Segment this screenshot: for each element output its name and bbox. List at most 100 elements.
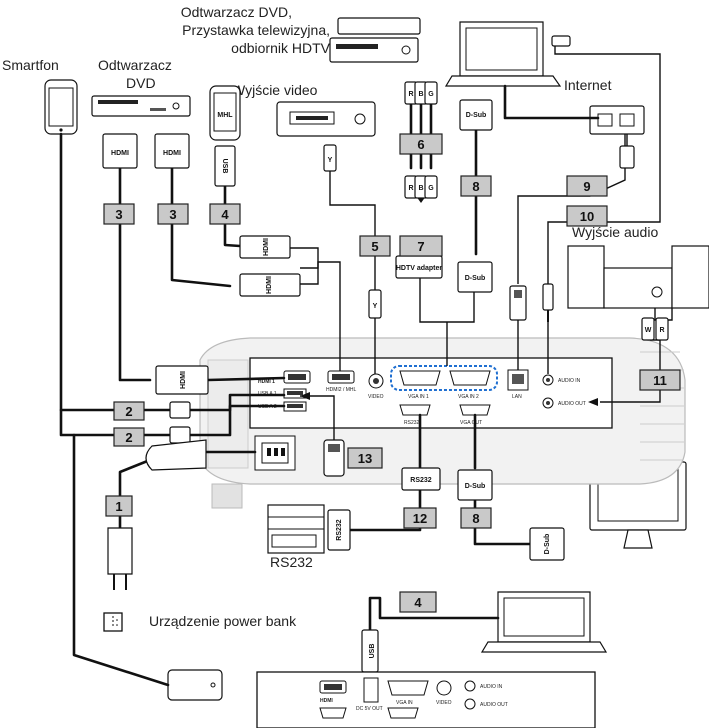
label-dvd-combo-3: odbiornik HDTV (231, 40, 330, 56)
dsub-plug-middle: D-Sub (457, 261, 493, 293)
video-y-plug-2: Y (368, 289, 382, 319)
mhl-phone-device: MHL (209, 85, 241, 141)
port-label-rs232: RS232 (404, 420, 420, 426)
wr-audio-plugs: W R (641, 317, 669, 341)
bottom-port-rs232[interactable] (319, 707, 347, 719)
port-vga-in2[interactable] (449, 370, 491, 386)
audio-jack-plug (542, 283, 554, 322)
port-label-audio-out: AUDIO OUT (558, 401, 586, 407)
bottom-port-vga-in[interactable] (387, 680, 429, 696)
rbg-plugs-top: R B G (404, 81, 438, 105)
label-power-bank: Urządzenie power bank (149, 613, 297, 629)
cable-hdtv-link (419, 270, 475, 323)
svg-text:1: 1 (115, 499, 122, 514)
dsub-text-4: D-Sub (544, 534, 551, 555)
dsub-plug-vga-out: D-Sub (457, 469, 493, 501)
rs232-pc-device (267, 504, 325, 554)
svg-text:12: 12 (413, 511, 427, 526)
port-label-audio-in: AUDIO IN (558, 378, 581, 384)
label-smartphone: Smartfon (2, 57, 59, 73)
number-box-11: 11 (639, 369, 681, 391)
rs232-text-2: RS232 (336, 519, 343, 541)
cable-power (118, 458, 152, 530)
bottom-port-audio-out[interactable] (464, 698, 476, 710)
number-box-4-bottom: 4 (399, 591, 437, 613)
usb-text-1: USB (221, 159, 228, 174)
cable-smartphone-usb (59, 132, 172, 412)
bottom-port-label-audio-in: AUDIO IN (480, 684, 503, 690)
dvd-player-device (91, 95, 191, 117)
label-rs232-device: RS232 (270, 554, 313, 570)
usb-plug-2a (169, 401, 191, 419)
cable-laptop-router (503, 84, 600, 120)
bottom-io-panel: HDMI DC 5V OUT VGA IN VIDEO AUDIO IN AUD… (256, 671, 596, 728)
audio-jack-laptop (551, 35, 571, 47)
hdmi-text-3: HDMI (263, 238, 270, 256)
rs232-plug-top: RS232 (401, 467, 441, 491)
w-text: W (645, 327, 652, 334)
bottom-port-audio-in[interactable] (464, 680, 476, 692)
svg-text:7: 7 (417, 239, 424, 254)
bottom-port-dc5v[interactable] (363, 677, 379, 703)
r-text-1: R (408, 91, 413, 98)
bottom-port-vga-out[interactable] (387, 707, 419, 719)
svg-text:6: 6 (417, 137, 424, 152)
bottom-port-label-video: VIDEO (436, 700, 452, 706)
port-label-vga-out: VGA OUT (460, 420, 482, 426)
y-text-2: Y (373, 303, 378, 310)
label-audio-out: Wyjście audio (572, 224, 658, 240)
number-box-12: 12 (403, 507, 437, 529)
port-label-lan: LAN (512, 394, 522, 400)
number-box-8a: 8 (460, 175, 492, 197)
bottom-port-label-vga-in: VGA IN (396, 700, 413, 706)
dsub-text-2: D-Sub (465, 275, 486, 282)
svg-text:2: 2 (125, 430, 132, 445)
rs232-text-1: RS232 (410, 477, 432, 484)
svg-text:5: 5 (371, 239, 378, 254)
label-video-out: Wyjście video (232, 82, 318, 98)
port-rs232[interactable] (399, 404, 431, 416)
port-label-hdmi1: HDMI 1 (258, 379, 275, 385)
number-box-4: 4 (209, 203, 241, 225)
number-box-6: 6 (399, 133, 443, 155)
number-box-2b: 2 (113, 427, 145, 447)
cable-hdmi-dvd-left (118, 164, 152, 382)
number-box-8b: 8 (460, 507, 492, 529)
r-text-2: R (408, 185, 413, 192)
number-box-7: 7 (399, 235, 443, 257)
svg-text:11: 11 (653, 373, 667, 388)
y-text-1: Y (328, 157, 333, 164)
dsub-text-1: D-Sub (466, 112, 487, 119)
port-vga-out[interactable] (459, 404, 491, 416)
port-label-video: VIDEO (368, 394, 384, 400)
hdmi-text-2: HDMI (163, 150, 181, 157)
port-vga-in1[interactable] (399, 370, 441, 386)
number-box-13: 13 (347, 447, 383, 469)
svg-text:4: 4 (221, 207, 229, 222)
svg-text:10: 10 (580, 209, 594, 224)
b-text-2: B (418, 185, 423, 192)
hdtv-adapter: HDTV adapter (395, 255, 443, 279)
label-dvd-player-1: Odtwarzacz (98, 57, 172, 73)
usb-stick (323, 439, 345, 477)
svg-text:13: 13 (358, 451, 372, 466)
hdmi-text-1: HDMI (111, 150, 129, 157)
number-box-10: 10 (566, 205, 608, 227)
bottom-port-video[interactable] (436, 680, 452, 696)
hdtv-adapter-text: HDTV adapter (396, 265, 443, 272)
bottom-port-label-dc5v: DC 5V OUT (356, 706, 383, 712)
port-label-vga-in2: VGA IN 2 (458, 394, 479, 400)
number-box-3b: 3 (157, 203, 189, 225)
number-box-9: 9 (566, 175, 608, 197)
label-dvd-combo-2: Przystawka telewizyjna, (182, 22, 330, 38)
port-label-vga-in1: VGA IN 1 (408, 394, 429, 400)
usb-plug-laptop: USB (361, 629, 379, 673)
svg-text:9: 9 (583, 179, 590, 194)
vga-in-highlight (390, 365, 498, 391)
lan-plug-router (619, 145, 635, 169)
svg-text:4: 4 (414, 595, 422, 610)
b-text-1: B (418, 91, 423, 98)
svg-text:8: 8 (472, 511, 479, 526)
